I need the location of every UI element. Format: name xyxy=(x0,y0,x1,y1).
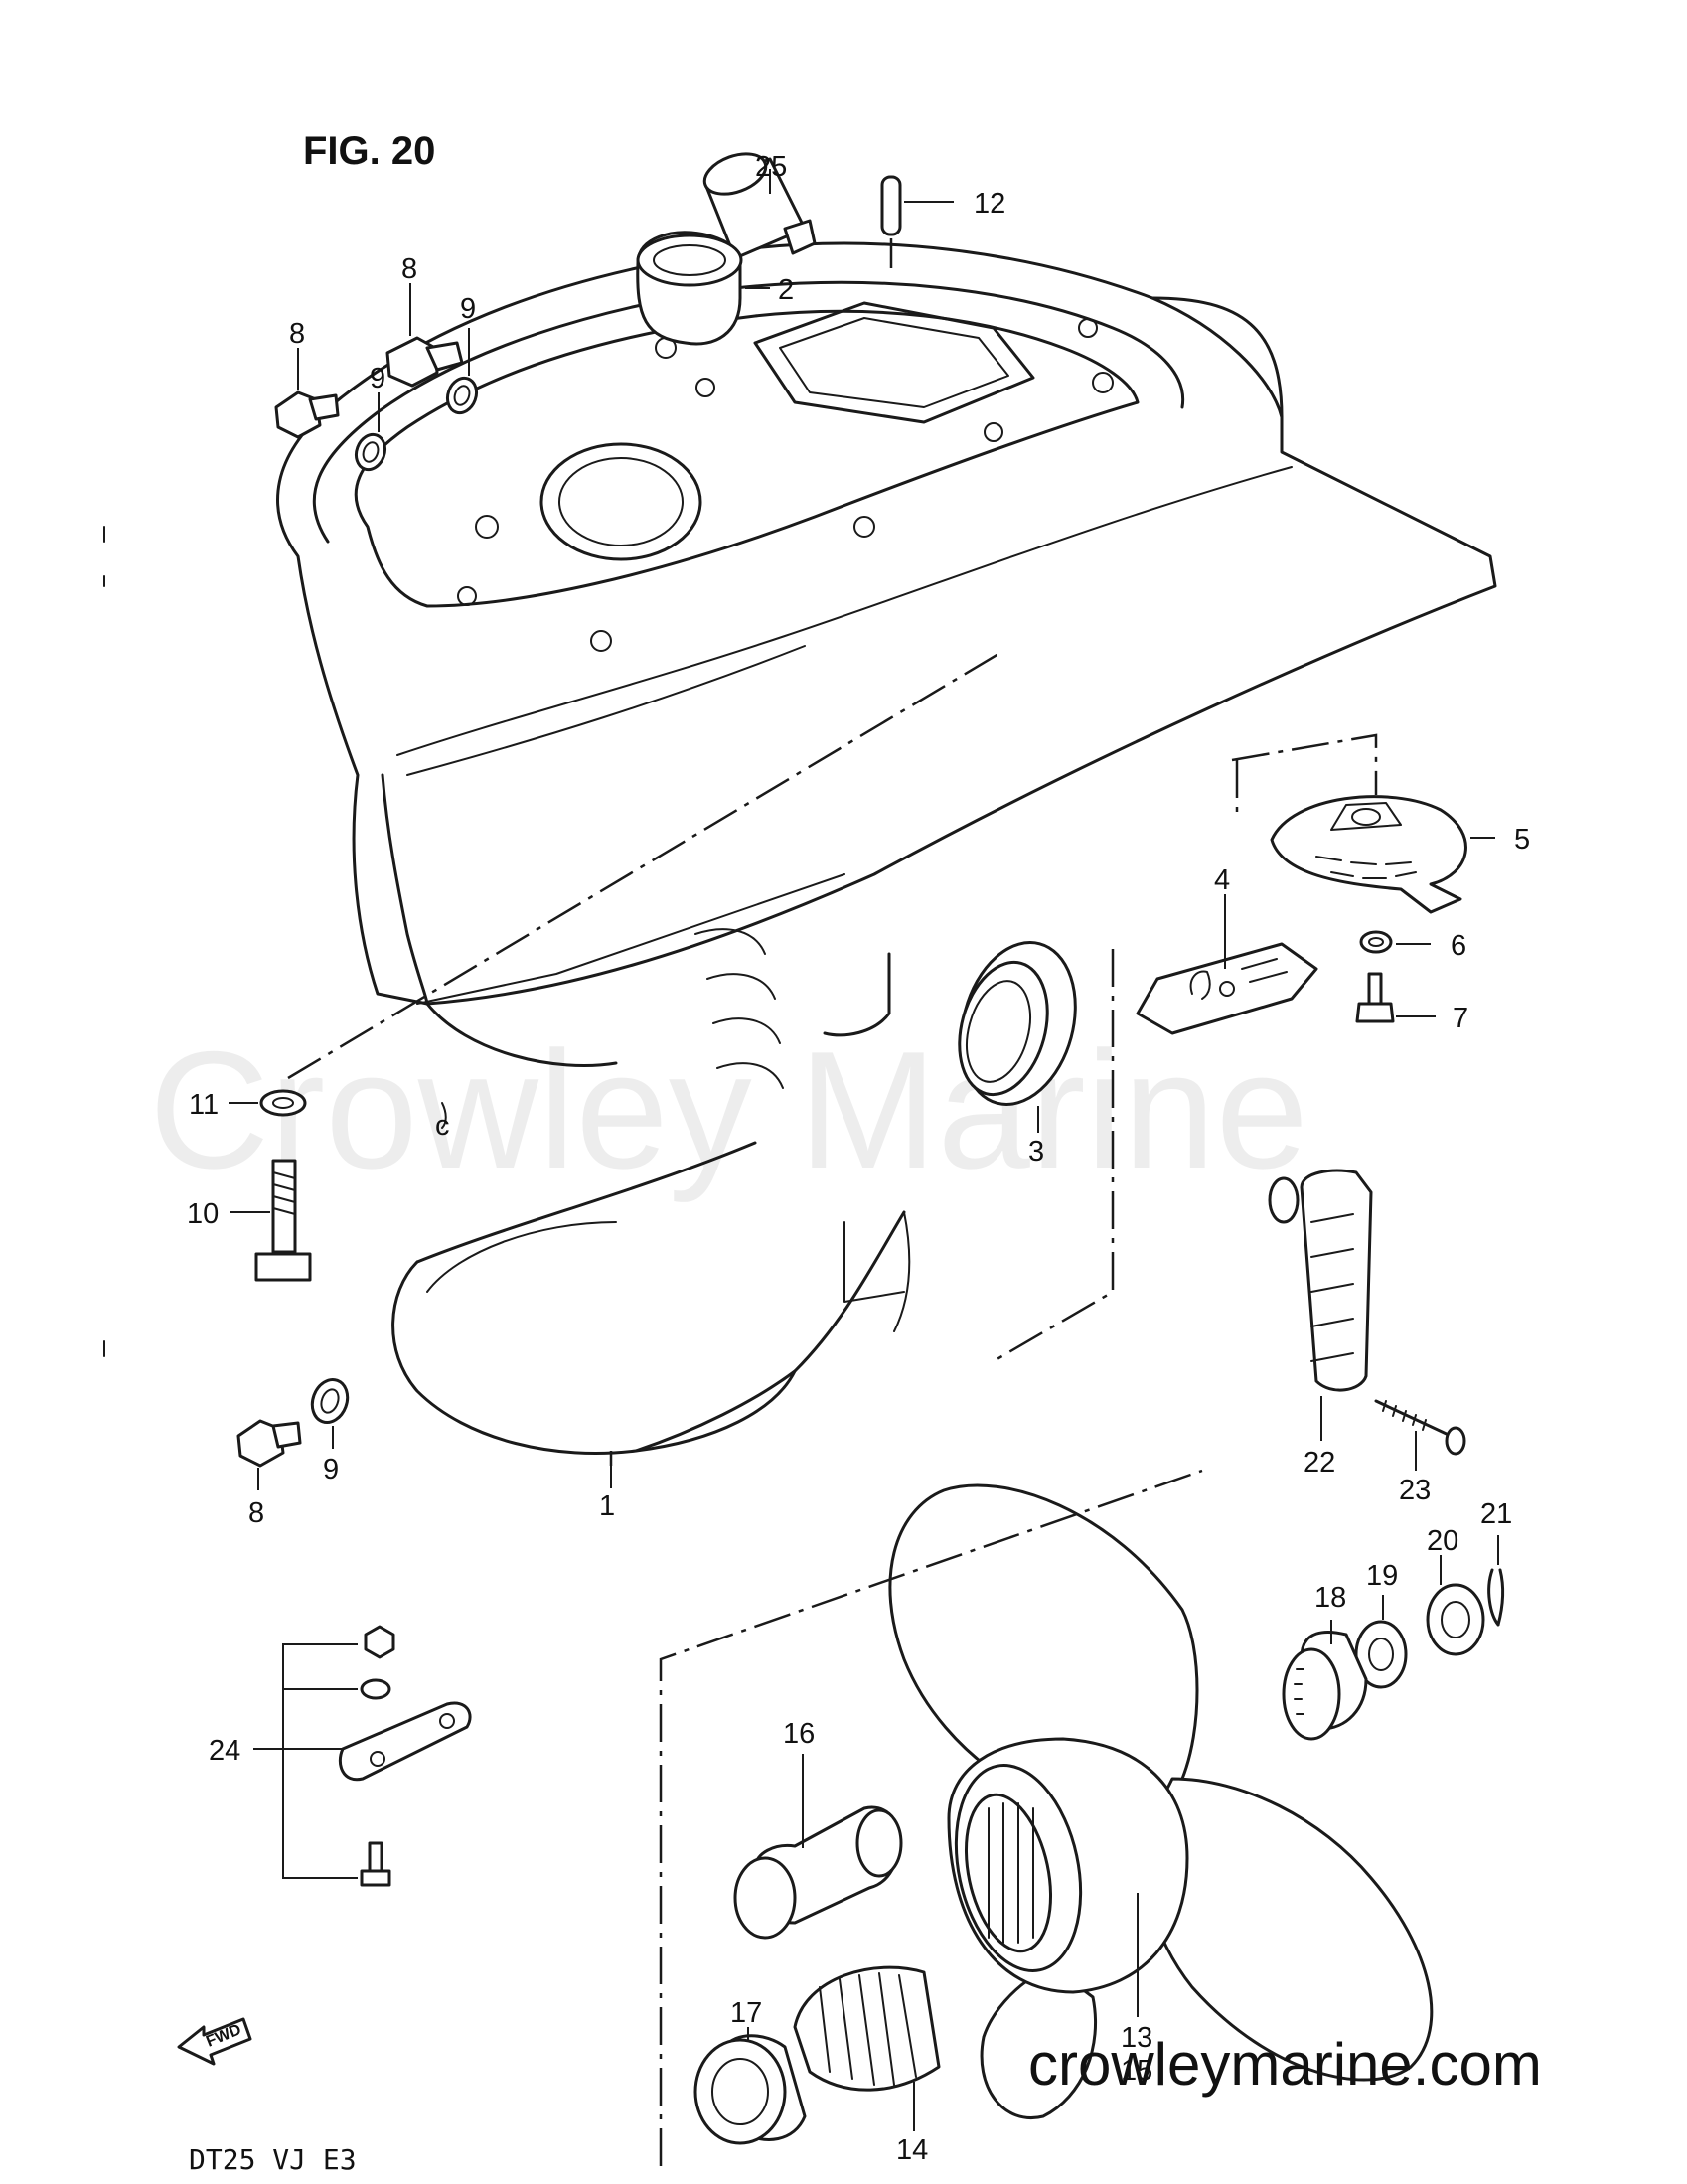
fwd-arrow-icon: FWD xyxy=(177,2017,252,2066)
watermark-text: Crowley Marine xyxy=(149,1016,1308,1203)
part-11-washer xyxy=(259,1089,307,1117)
callout-13: 13 xyxy=(1121,2022,1152,2054)
callout-5: 5 xyxy=(1514,824,1530,856)
part-22-water-strainer xyxy=(1268,1169,1373,1392)
callout-22: 22 xyxy=(1304,1447,1335,1479)
callout-3: 3 xyxy=(1028,1136,1044,1168)
callout-17: 17 xyxy=(730,1997,762,2029)
part-8-drain-plug-upper-right xyxy=(385,336,464,388)
part-13-propeller xyxy=(888,1483,1434,2119)
model-code: DT25 VJ E3 xyxy=(189,2143,357,2176)
part-9-washer-upper-right xyxy=(445,376,479,415)
part-6-washer xyxy=(1359,930,1393,954)
callout-9c: 9 xyxy=(323,1454,339,1485)
callout-15: 15 xyxy=(1121,2055,1152,2087)
part-14-spline-hub xyxy=(793,1965,941,2092)
part-17-stopper xyxy=(693,2034,807,2145)
part-21-cotter-pin xyxy=(1487,1568,1505,1627)
callout-1: 1 xyxy=(599,1490,615,1522)
part-16-thrust-bushing xyxy=(733,1805,903,1940)
callout-11: 11 xyxy=(189,1089,219,1121)
part-8-drain-plug-upper-left xyxy=(274,390,340,439)
part-7-bolt xyxy=(1355,972,1395,1023)
callout-8c: 8 xyxy=(248,1497,264,1529)
part-10-bolt xyxy=(254,1159,312,1282)
part-24-screw xyxy=(360,1841,391,1887)
part-18-spacer xyxy=(1282,1631,1368,1741)
callout-8a: 8 xyxy=(401,253,417,285)
callout-6: 6 xyxy=(1451,930,1466,962)
callout-9a: 9 xyxy=(460,293,476,325)
callout-21: 21 xyxy=(1480,1498,1512,1530)
callout-19: 19 xyxy=(1366,1560,1398,1592)
part-5-anode-plate xyxy=(1270,795,1467,914)
part-24-washer xyxy=(360,1678,391,1700)
callout-24: 24 xyxy=(209,1735,240,1767)
part-23-screw xyxy=(1374,1399,1466,1456)
figure-title: FIG. 20 xyxy=(303,129,435,173)
callout-14: 14 xyxy=(896,2134,928,2166)
part-12-dowel-pin xyxy=(880,175,902,236)
part-25-plug xyxy=(702,152,817,260)
callout-12: 12 xyxy=(974,188,1005,220)
callout-4: 4 xyxy=(1214,864,1230,896)
callout-16: 16 xyxy=(783,1718,815,1750)
part-3-bearing xyxy=(958,941,1077,1106)
callout-7: 7 xyxy=(1453,1003,1468,1034)
callout-23: 23 xyxy=(1399,1475,1431,1506)
callout-8b: 8 xyxy=(289,318,305,350)
callout-10: 10 xyxy=(187,1198,219,1230)
part-2-bearing xyxy=(636,231,743,346)
part-4-bracket xyxy=(1136,942,1318,1035)
callout-18: 18 xyxy=(1314,1582,1346,1614)
part-20-castle-nut xyxy=(1426,1583,1485,1656)
website-url: crowleymarine.com xyxy=(1028,2031,1542,2098)
svg-text:c: c xyxy=(435,1110,450,1142)
part-9-washer-upper-left xyxy=(354,432,387,472)
part-8-drain-plug-lower xyxy=(236,1419,302,1468)
part-9-washer-lower xyxy=(310,1378,350,1424)
part-24-nut xyxy=(364,1625,395,1659)
callout-9b: 9 xyxy=(370,363,385,394)
callout-25: 25 xyxy=(755,151,787,183)
part-24-cover-plate xyxy=(338,1701,472,1782)
gearcase-housing: c xyxy=(276,241,1497,1455)
callout-2: 2 xyxy=(778,274,794,306)
callout-20: 20 xyxy=(1427,1525,1458,1557)
